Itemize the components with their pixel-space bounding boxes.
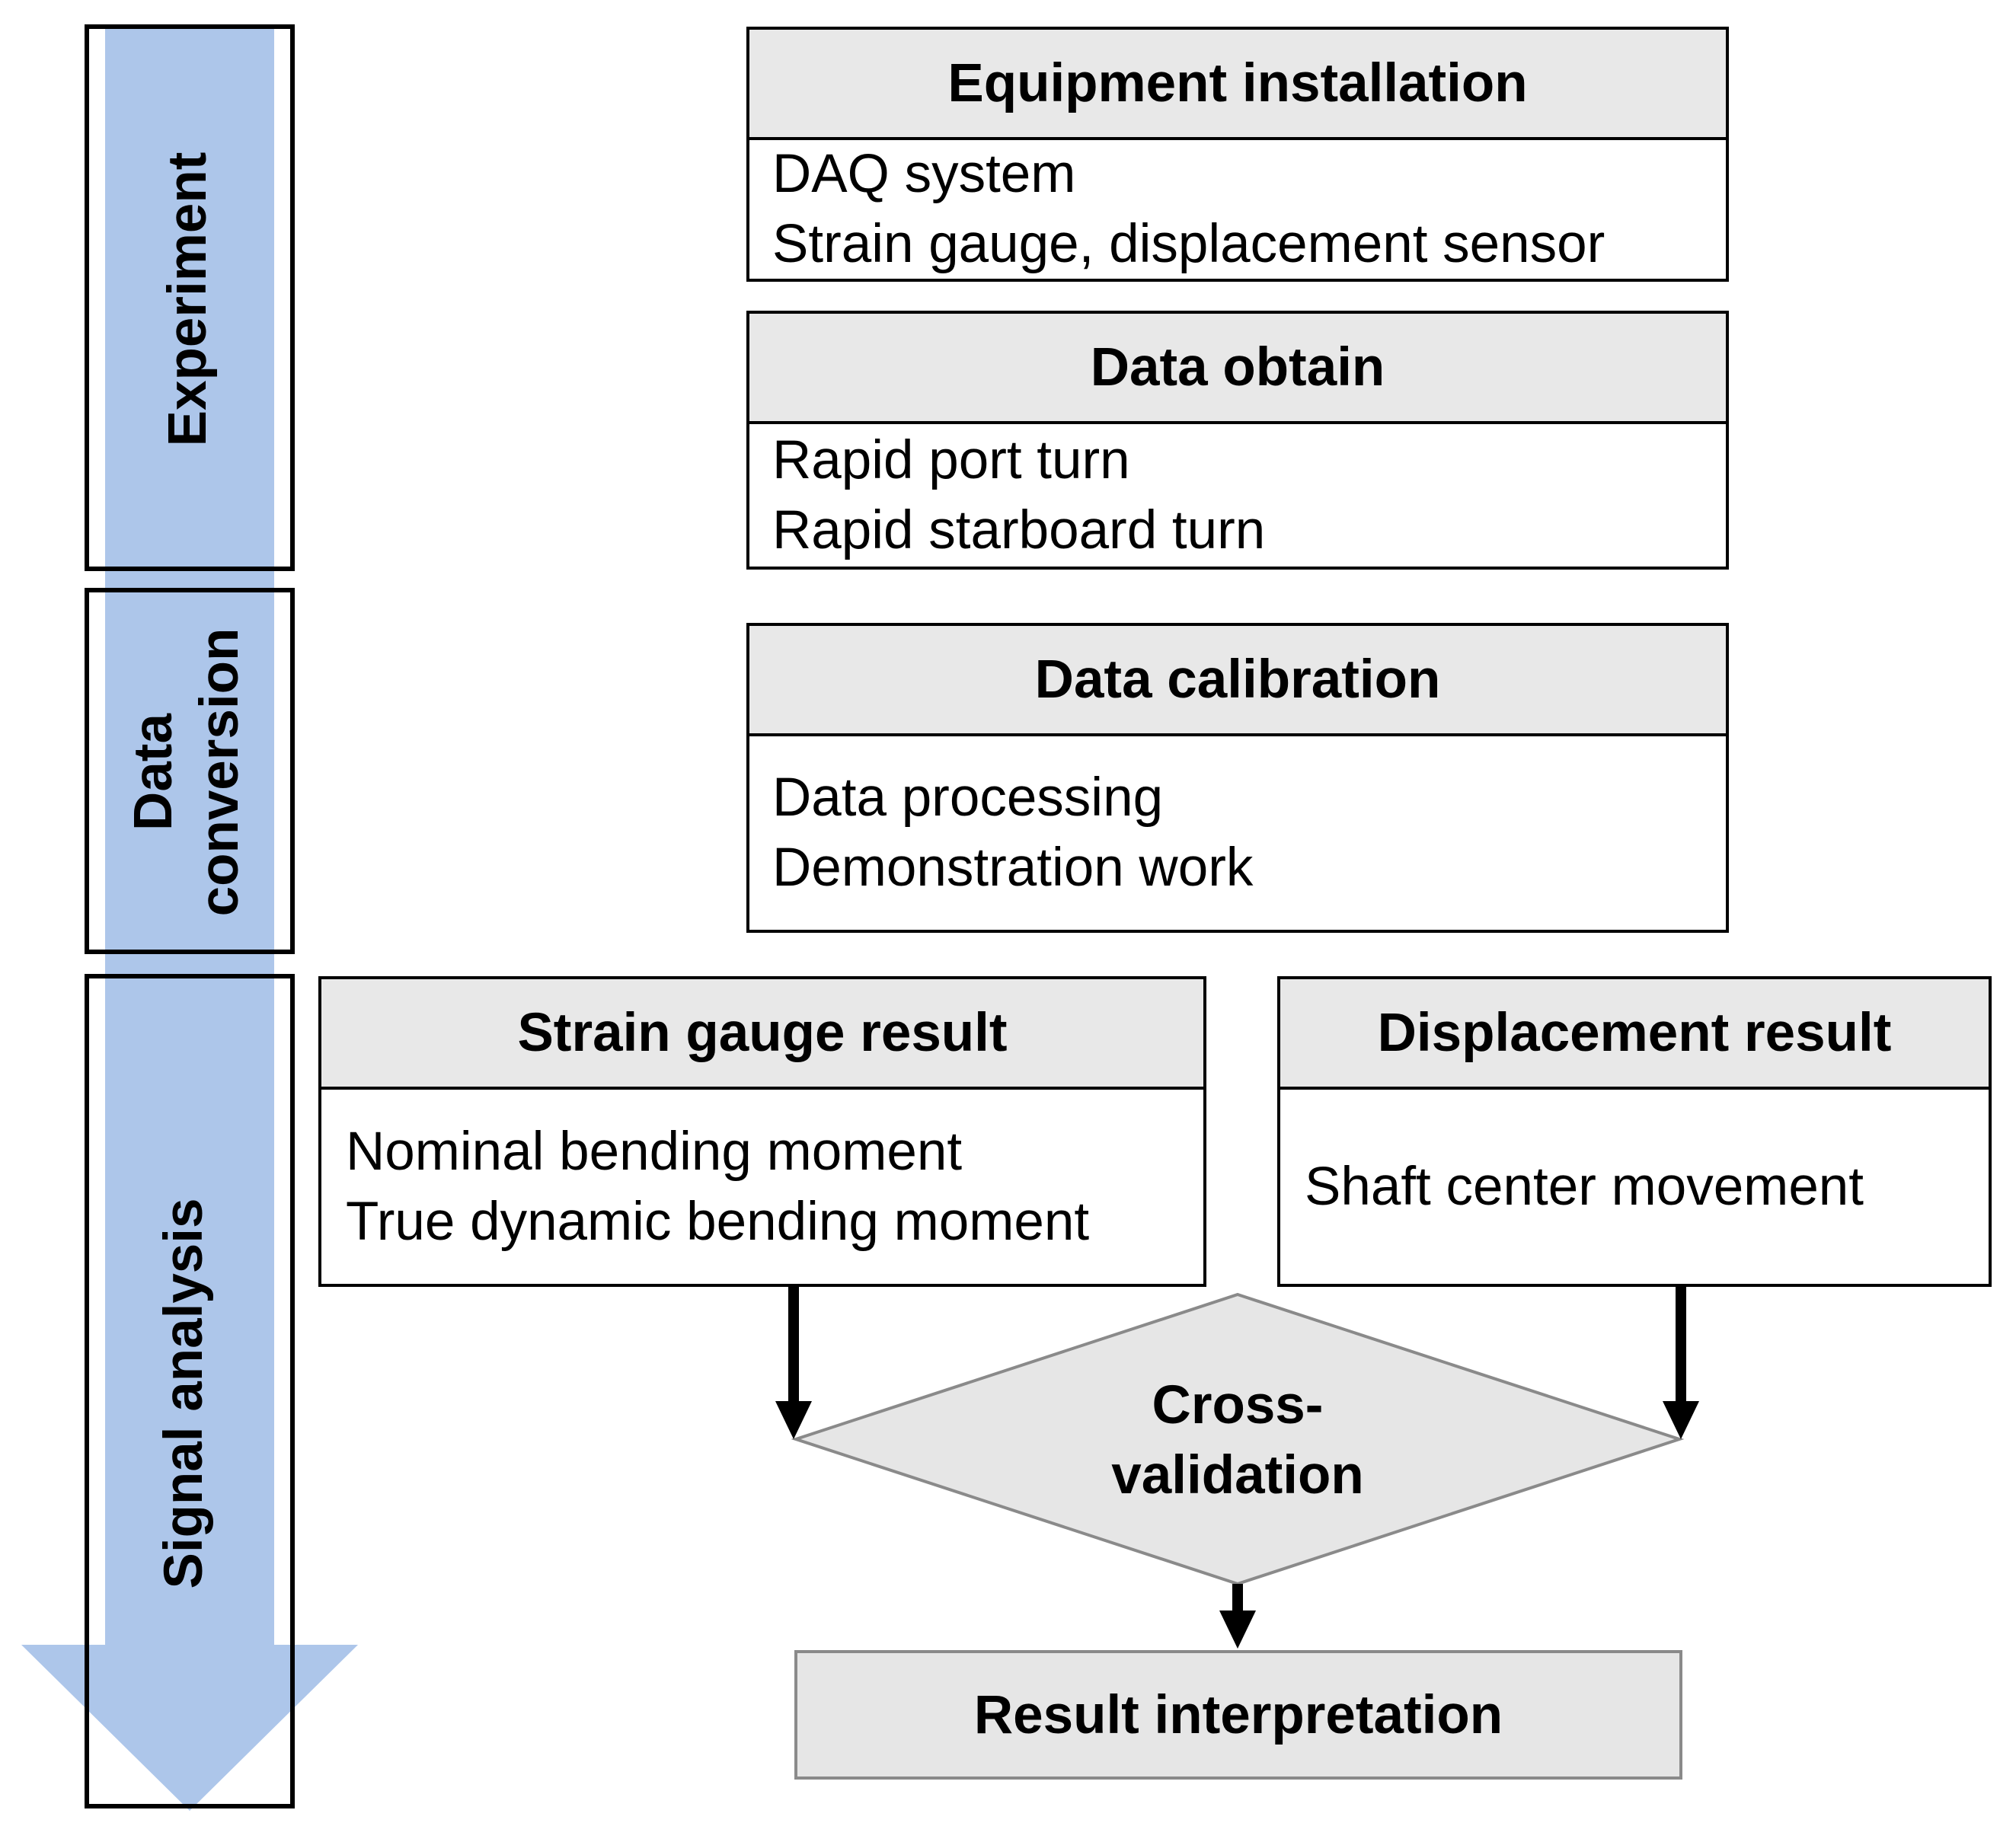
phase-flow-arrow <box>21 27 358 1811</box>
phase-signal-analysis-text: Signal analysis <box>154 1198 214 1589</box>
connector-displacement-to-decision <box>1663 1285 1699 1439</box>
phase-experiment-text: Experiment <box>158 152 218 447</box>
box-header: Displacement result <box>1280 979 1989 1090</box>
box-body: DAQ system Strain gauge, displacement se… <box>749 140 1726 279</box>
decision-label: Cross- validation <box>1047 1371 1428 1511</box>
box-header: Data calibration <box>749 626 1726 736</box>
phase-frame-signal-analysis <box>85 974 295 1808</box>
box-data-obtain: Data obtain Rapid port turn Rapid starbo… <box>746 311 1729 570</box>
box-line: Nominal bending moment <box>346 1121 963 1182</box>
box-line: True dynamic bending moment <box>346 1191 1090 1252</box>
phase-label-experiment: Experiment <box>155 147 224 452</box>
box-body: Rapid port turn Rapid starboard turn <box>749 424 1726 567</box>
box-line: Shaft center movement <box>1305 1156 1864 1217</box>
box-line: Rapid port turn <box>772 429 1130 490</box>
box-header: Equipment installation <box>749 30 1726 140</box>
connector-strain-to-decision <box>775 1285 812 1439</box>
box-equipment-installation: Equipment installation DAQ system Strain… <box>746 27 1729 282</box>
phase-frame-data-conversion <box>85 588 295 954</box>
box-body: Data processing Demonstration work <box>749 736 1726 930</box>
box-header: Strain gauge result <box>321 979 1203 1090</box>
box-line: Rapid starboard turn <box>772 500 1266 560</box>
box-result-interpretation: Result interpretation <box>794 1650 1682 1780</box>
box-line: DAQ system <box>772 144 1076 204</box>
phase-frame-experiment <box>85 24 295 571</box>
decision-line: validation <box>1111 1445 1364 1505</box>
box-line: Strain gauge, displacement sensor <box>772 214 1605 274</box>
phase-conversion-text: conversion <box>189 627 250 917</box>
box-line: Data processing <box>772 768 1164 828</box>
box-displacement-result: Displacement result Shaft center movemen… <box>1277 976 1992 1287</box>
phase-label-data-conversion: Data conversion <box>121 620 258 924</box>
decision-line: Cross- <box>1152 1375 1324 1435</box>
box-body: Nominal bending moment True dynamic bend… <box>321 1090 1203 1284</box>
box-body: Shaft center movement <box>1280 1090 1989 1284</box>
connector-decision-to-result <box>1219 1584 1256 1649</box>
box-line: Demonstration work <box>772 838 1254 898</box>
phase-label-signal-analysis: Signal analysis <box>152 1180 220 1607</box>
phase-data-text: Data <box>123 713 184 831</box>
box-header: Data obtain <box>749 314 1726 424</box>
box-data-calibration: Data calibration Data processing Demonst… <box>746 623 1729 933</box>
box-strain-gauge-result: Strain gauge result Nominal bending mome… <box>318 976 1206 1287</box>
